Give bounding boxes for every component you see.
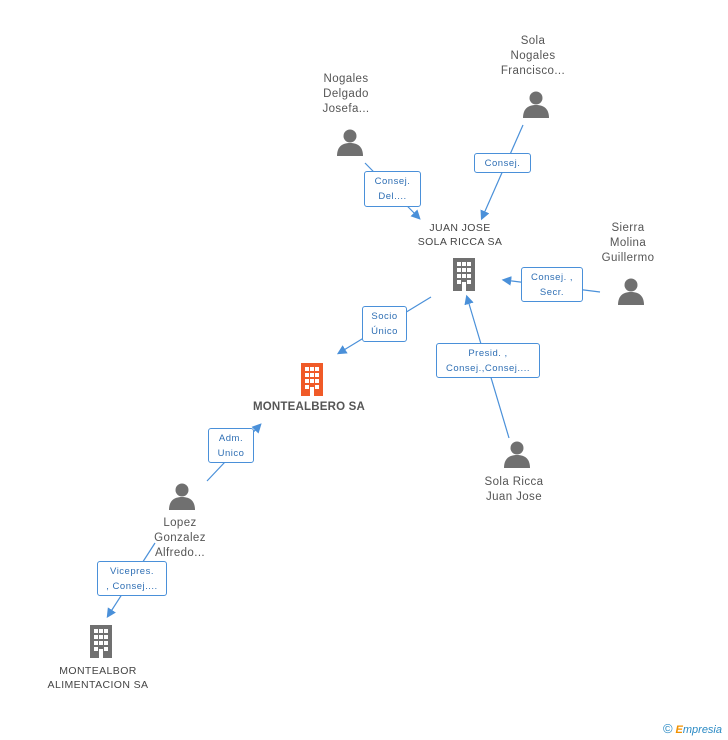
name-line: Sola bbox=[520, 35, 546, 47]
person-label-sierra[interactable]: Sierra Molina Guillermo bbox=[578, 221, 678, 266]
building-icon[interactable] bbox=[448, 257, 480, 291]
building-icon[interactable] bbox=[296, 362, 328, 396]
name-line: Juan Jose bbox=[485, 491, 543, 503]
name-line: Delgado bbox=[323, 88, 369, 100]
role-line: Único bbox=[371, 326, 398, 337]
role-line: Vicepres. bbox=[110, 566, 154, 577]
person-label-sola-nogales[interactable]: Sola Nogales Francisco... bbox=[483, 34, 583, 79]
person-icon[interactable] bbox=[521, 89, 551, 119]
brand-logo-e: E bbox=[675, 724, 683, 736]
role-badge-consej-secr[interactable]: Consej. , Secr. bbox=[521, 267, 583, 302]
name-line: Guillermo bbox=[601, 252, 655, 264]
role-line: Presid. , bbox=[468, 348, 508, 359]
building-icon[interactable] bbox=[85, 624, 117, 658]
role-line: Consej. , bbox=[531, 272, 573, 283]
role-line: Unico bbox=[217, 448, 245, 459]
company-label-montealbor[interactable]: MONTEALBOR ALIMENTACION SA bbox=[38, 664, 158, 692]
role-line: Del.... bbox=[378, 191, 407, 202]
name-line: Molina bbox=[609, 237, 647, 249]
role-badge-consej[interactable]: Consej. bbox=[474, 153, 531, 173]
person-label-sola-ricca[interactable]: Sola Ricca Juan Jose bbox=[464, 475, 564, 505]
copyright-symbol: © bbox=[662, 721, 673, 736]
name-line: JUAN JOSE bbox=[429, 222, 491, 234]
name-line: Sola Ricca bbox=[484, 476, 544, 488]
name-line: Nogales bbox=[510, 50, 556, 62]
role-badge-presid[interactable]: Presid. , Consej.,Consej.... bbox=[436, 343, 540, 378]
role-line: Secr. bbox=[539, 287, 565, 298]
role-line: Consej.,Consej.... bbox=[446, 363, 530, 374]
role-badge-socio-unico[interactable]: Socio Único bbox=[362, 306, 407, 342]
role-badge-consej-del[interactable]: Consej. Del.... bbox=[364, 171, 421, 207]
name-line: Lopez bbox=[163, 517, 197, 529]
name-line: Alfredo... bbox=[154, 547, 206, 559]
name-line: Gonzalez bbox=[154, 532, 206, 544]
role-line: Consej. bbox=[484, 158, 521, 169]
role-badge-vicepres[interactable]: Vicepres. , Consej.... bbox=[97, 561, 167, 596]
person-icon[interactable] bbox=[616, 276, 646, 306]
name-line: Sierra bbox=[611, 222, 645, 234]
role-line: , Consej.... bbox=[106, 581, 158, 592]
person-label-nogales[interactable]: Nogales Delgado Josefa... bbox=[296, 72, 396, 117]
company-label-juan-jose[interactable]: JUAN JOSE SOLA RICCA SA bbox=[400, 221, 520, 249]
name-line: Francisco... bbox=[500, 65, 566, 77]
person-label-lopez[interactable]: Lopez Gonzalez Alfredo... bbox=[130, 516, 230, 561]
name-line: MONTEALBOR bbox=[59, 665, 137, 677]
person-icon[interactable] bbox=[502, 439, 532, 469]
role-line: Adm. bbox=[218, 433, 244, 444]
name-line: ALIMENTACION SA bbox=[47, 679, 149, 691]
name-line: Josefa... bbox=[322, 103, 370, 115]
person-icon[interactable] bbox=[167, 481, 197, 511]
name-line: MONTEALBERO SA bbox=[252, 401, 366, 413]
brand-logo-text: mpresia bbox=[682, 724, 722, 736]
name-line: SOLA RICCA SA bbox=[417, 236, 503, 248]
role-badge-adm-unico[interactable]: Adm. Unico bbox=[208, 428, 254, 463]
person-icon[interactable] bbox=[335, 127, 365, 157]
empresia-watermark: ©Empresia bbox=[663, 721, 722, 736]
role-line: Socio bbox=[371, 311, 398, 322]
company-label-montealbero[interactable]: MONTEALBERO SA bbox=[234, 400, 384, 415]
role-line: Consej. bbox=[374, 176, 411, 187]
name-line: Nogales bbox=[323, 73, 369, 85]
